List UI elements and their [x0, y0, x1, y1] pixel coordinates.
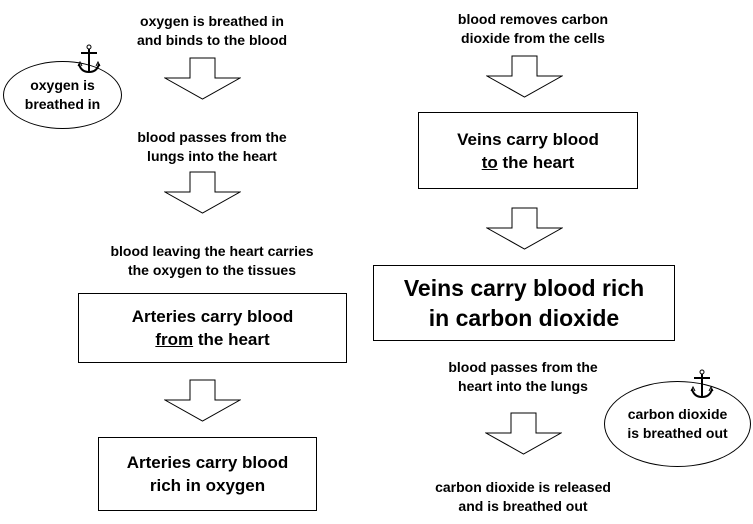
text-line: and is breathed out	[458, 498, 588, 514]
step-blood-leaving-heart: blood leaving the heart carries the oxyge…	[110, 242, 313, 280]
text-line: Arteries carry blood	[126, 453, 289, 472]
text-line: to the heart	[482, 151, 575, 174]
text-line: and binds to the blood	[136, 32, 288, 48]
text-line: blood passes from the	[448, 359, 598, 375]
anchor-icon	[690, 369, 714, 399]
text-line: carbon dioxide	[627, 406, 728, 422]
down-arrow-icon	[485, 412, 562, 455]
text-line: rich in oxygen	[149, 476, 266, 495]
text-line: oxygen is	[30, 77, 95, 93]
step-co2-released: carbon dioxide is released and is breathe…	[435, 478, 611, 516]
text-line: lungs into the heart	[147, 148, 277, 164]
anchor-icon	[77, 44, 101, 74]
underlined-word: from	[155, 330, 194, 349]
down-arrow-icon	[164, 379, 241, 422]
text-line: the oxygen to the tissues	[127, 262, 297, 278]
text-line: from the heart	[155, 328, 269, 351]
step-oxygen-breathed-in: oxygen is breathed in and binds to the bl…	[137, 12, 287, 50]
text-line: Veins carry blood	[457, 129, 599, 149]
down-arrow-icon	[486, 55, 563, 98]
down-arrow-icon	[164, 57, 241, 100]
veins-rich-co2-box: Veins carry blood rich in carbon dioxide	[373, 265, 675, 341]
text-line: oxygen is breathed in	[140, 13, 284, 29]
text-rest: the heart	[193, 330, 270, 349]
down-arrow-icon	[164, 171, 241, 214]
co2-bubble: carbon dioxide is breathed out	[604, 381, 751, 467]
arteries-from-heart-box: Arteries carry blood from the heart	[78, 293, 347, 363]
text-line: heart into the lungs	[458, 378, 588, 394]
oxygen-bubble: oxygen is breathed in	[3, 61, 122, 129]
step-blood-removes-co2: blood removes carbon dioxide from the cel…	[458, 10, 608, 48]
step-blood-to-heart: blood passes from the lungs into the hear…	[137, 128, 286, 166]
text-line: blood leaving the heart carries	[110, 243, 314, 259]
text-rest: the heart	[497, 152, 575, 172]
text-line: Veins carry blood rich	[403, 275, 645, 301]
text-line: is breathed out	[627, 425, 728, 441]
text-line: breathed in	[24, 96, 101, 112]
text-line: blood passes from the	[137, 129, 287, 145]
arteries-rich-oxygen-box: Arteries carry blood rich in oxygen	[98, 437, 317, 511]
text-line: dioxide from the cells	[461, 30, 605, 46]
text-line: blood removes carbon	[457, 11, 609, 27]
step-blood-to-lungs: blood passes from the heart into the lung…	[448, 358, 597, 396]
underlined-word: to	[481, 152, 498, 172]
down-arrow-icon	[486, 207, 563, 250]
text-line: carbon dioxide is released	[435, 479, 611, 495]
text-line: in carbon dioxide	[428, 305, 620, 331]
text-line: Arteries carry blood	[131, 307, 294, 326]
